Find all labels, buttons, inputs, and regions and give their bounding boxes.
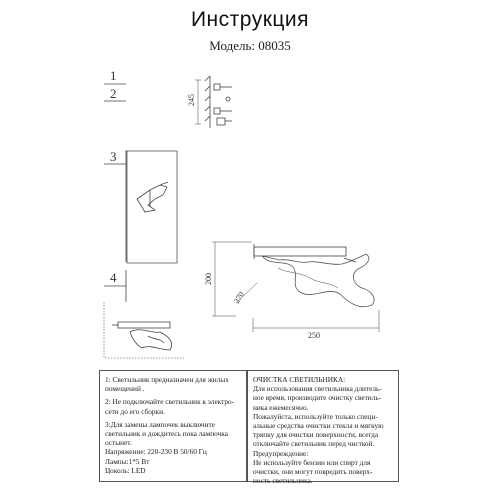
spec-line: Лампы:1*5 Вт [105,456,150,466]
step-4-number: 4 [110,270,117,285]
step-3-diagram [104,150,178,264]
cleaning-heading: ОЧИСТКА СВЕТИЛЬНИКА: [253,375,346,384]
cleaning-line: тряпку для очистки поверхности, всегда [253,430,379,440]
dimension-depth: 270 [232,290,246,305]
specifications-box: 1: Светильник предназначен для жилых пом… [99,370,247,482]
step-3-number: 3 [110,149,117,164]
product-dimension-drawing [212,241,380,332]
model-number: Модель: 08035 [209,38,291,53]
spec-line: светильник и дождитесь пока лампочка [105,429,228,439]
cleaning-line: ника ежемесячно. [253,402,309,412]
cleaning-line: отключайте светильник перед чисткой. [253,439,375,449]
page-title: Инструкция [190,8,310,31]
spec-line: сети до его сборки. [105,406,165,416]
cleaning-line: Для использования светильника длитель- [253,384,382,394]
dimension-side-height: 245 [187,94,196,106]
warning-line: Не используйте бензин или спирт для [253,457,371,467]
spec-line: Напряжение: 220-230 В 50/60 Гц [105,447,207,457]
dimension-height: 200 [204,273,213,285]
warning-line: очистки, они могут повредить поверх- [253,467,373,477]
cleaning-line: ное время, производите очистку светиль- [253,393,382,403]
spec-line: помещений . [105,384,145,394]
step-1-2-label [104,83,126,102]
spec-line: 2: Не подключайте светильник к электро- [105,397,235,407]
spec-line: Цоколь: LED [105,465,146,475]
spec-line: 3:Для замены лампочек выключите [105,419,215,429]
cleaning-line: альные средства очистки стекла и мягкую [253,421,384,431]
step-1-number: 1 [110,68,117,83]
cleaning-box: ОЧИСТКА СВЕТИЛЬНИКА: Для использования с… [247,370,399,486]
step-2-number: 2 [110,86,117,101]
cleaning-line: Пожалуйста, используйте только специ- [253,411,378,421]
dimension-width: 250 [308,331,320,340]
step-4-diagram [103,270,184,359]
spec-line: остынет. [105,438,132,448]
wall-mount-diagram [195,75,232,128]
warning-heading: Предупреждение: [253,448,309,458]
warning-line: ность светильника. [253,476,313,486]
spec-line: 1: Светильник предназначен для жилых [105,375,229,384]
